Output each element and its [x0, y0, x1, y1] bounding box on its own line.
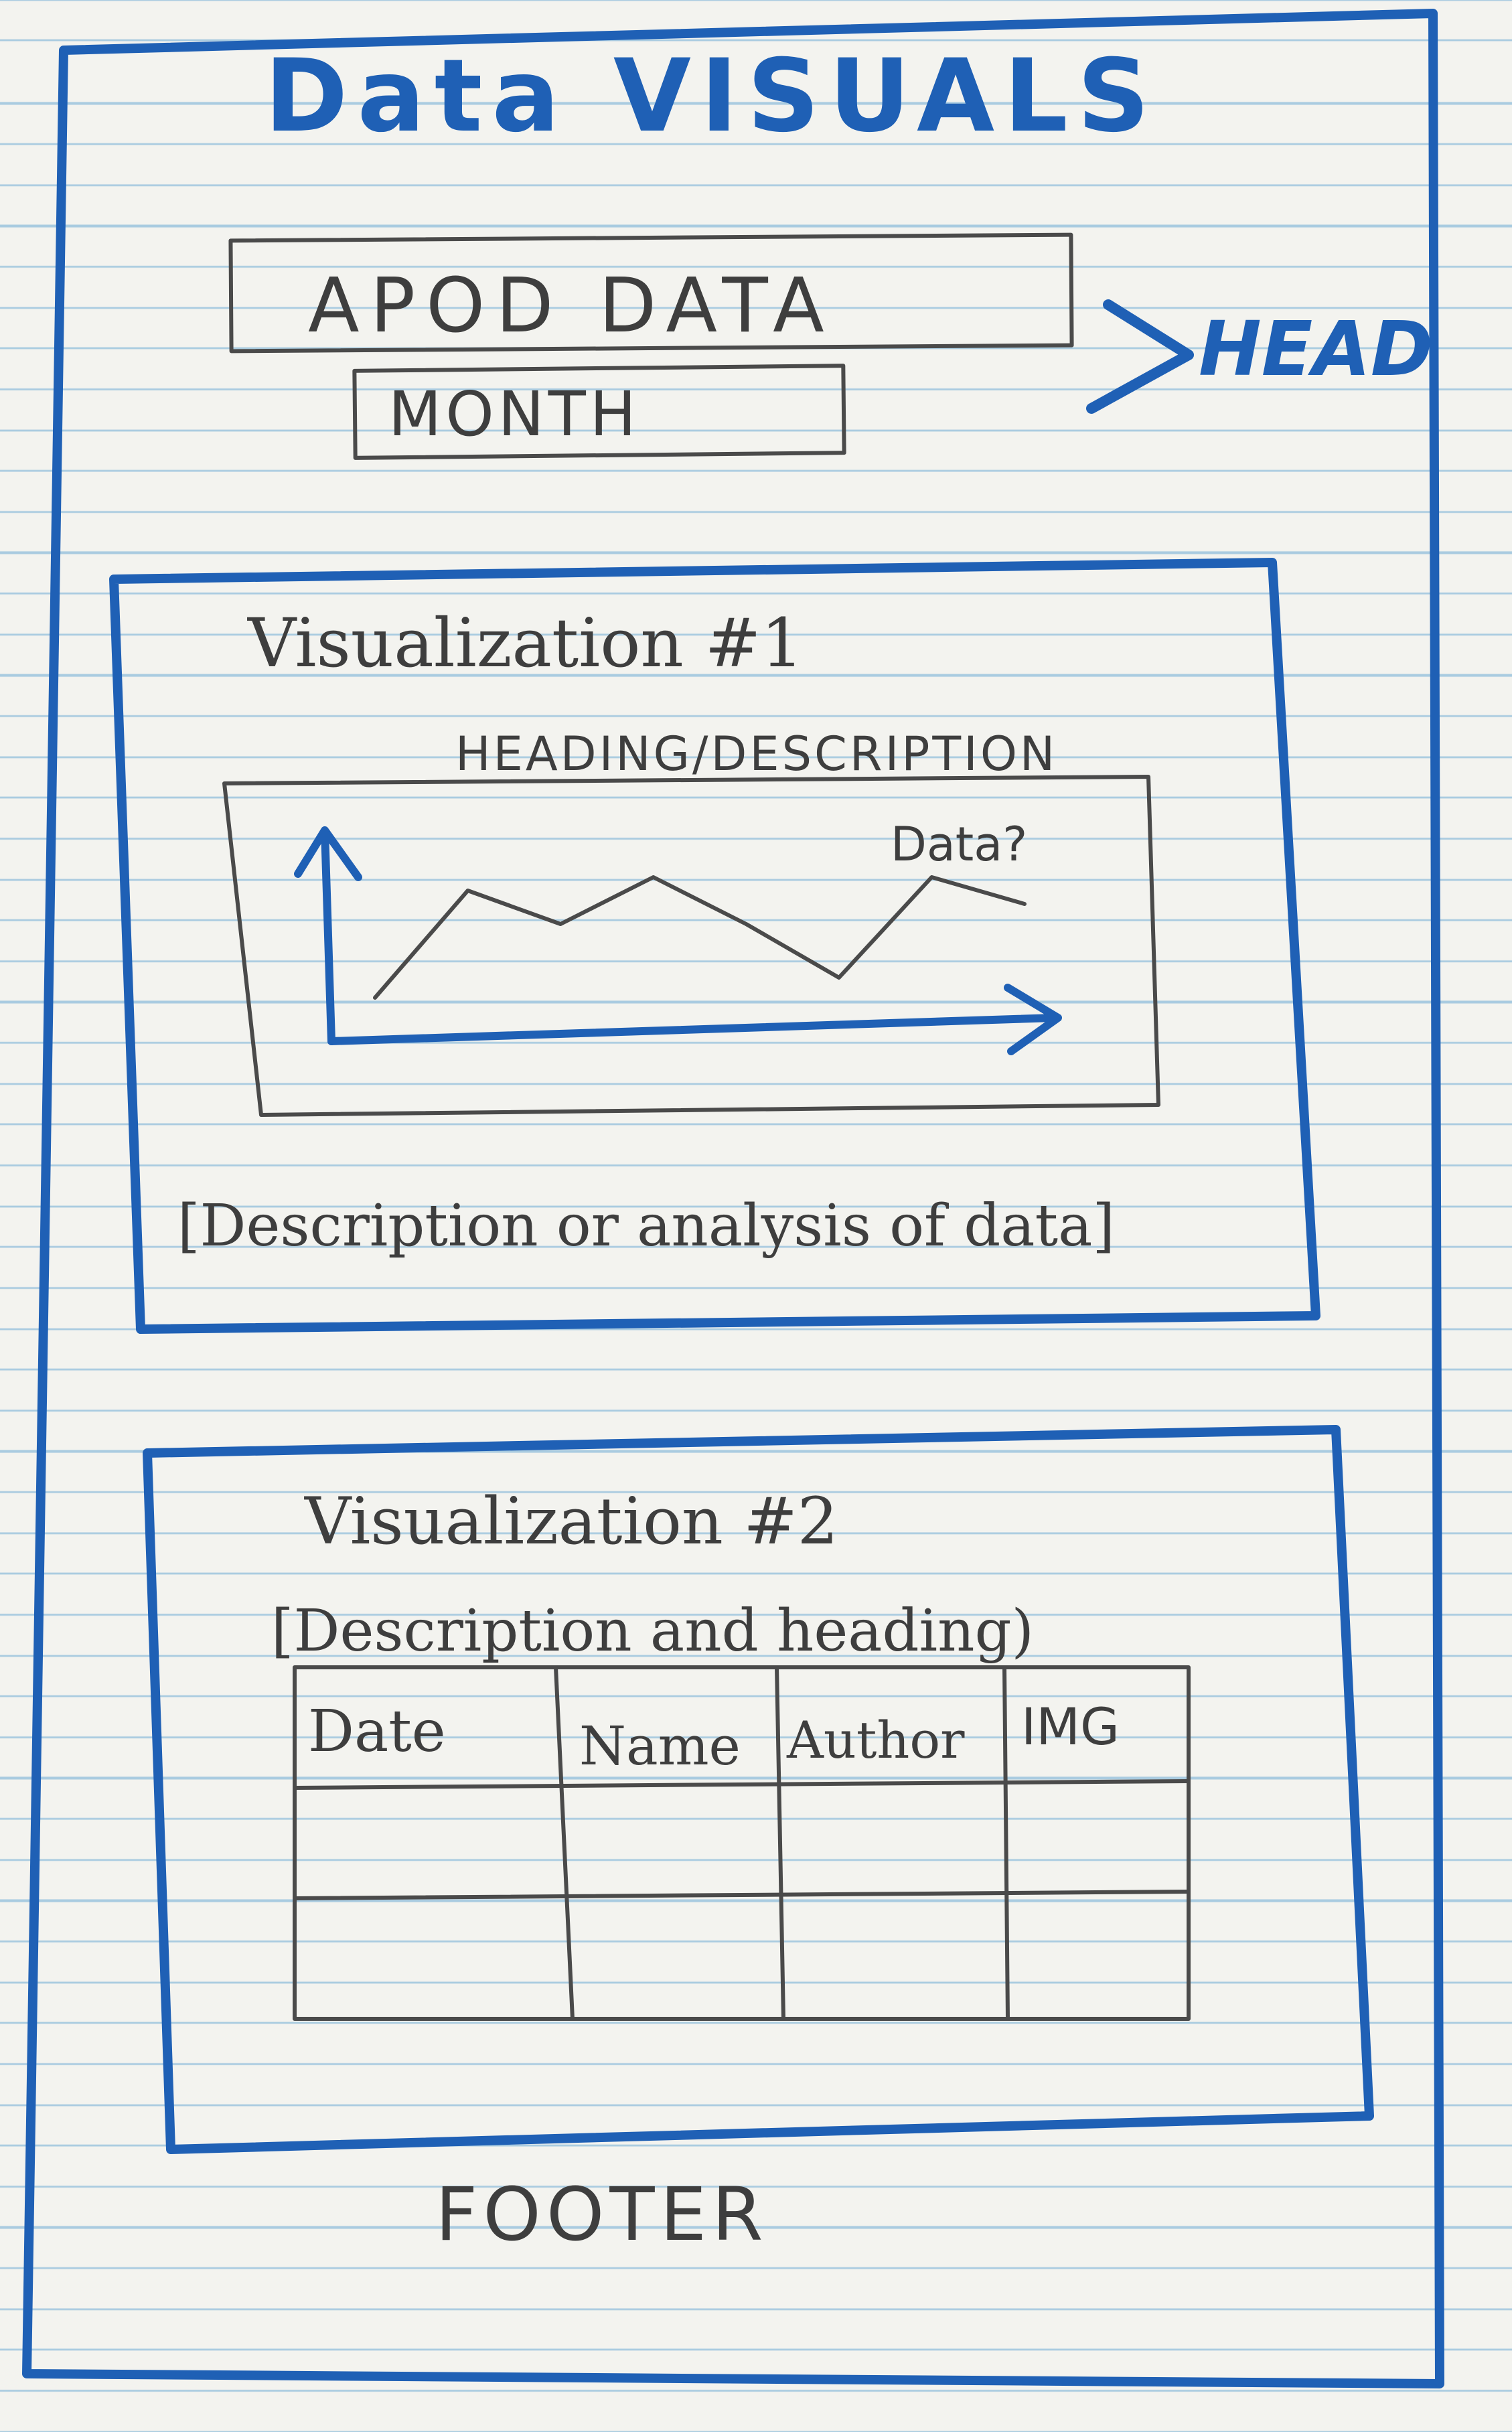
table-col-divider [554, 1665, 575, 2021]
chart-annotation: Data? [891, 817, 1027, 872]
visualization-2-frame [143, 1425, 1374, 2154]
table-header-date: Date [308, 1698, 446, 1765]
x-axis-arrow-icon [327, 984, 1062, 1055]
table-header-author: Author [786, 1710, 965, 1770]
visualization-2-description: [Description and heading) [271, 1598, 1034, 1665]
table-border [293, 1665, 1191, 2021]
visualization-1-frame [109, 558, 1320, 1334]
table-header-divider [293, 1779, 1191, 1790]
visualization-2-card: Visualization #2 [Description and headin… [143, 1425, 1374, 2154]
table-header-name: Name [579, 1715, 741, 1777]
table-col-divider [1002, 1665, 1010, 2021]
page-title: Data VISUALS [264, 38, 1159, 155]
visualization-1-card: Visualization #1 HEADING/DESCRIPTION Dat… [109, 558, 1320, 1334]
visualization-1-heading: HEADING/DESCRIPTION [455, 727, 1057, 781]
page-frame [22, 9, 1444, 2388]
chart-box [222, 775, 1160, 1117]
head-label: HEAD [1199, 306, 1433, 393]
y-axis-arrow-icon [294, 826, 362, 1045]
table-row-divider [293, 1890, 1191, 1900]
chart-sketch-line [373, 875, 1027, 1000]
visualization-2-title: Visualization #2 [304, 1484, 838, 1559]
apod-data-label: APOD DATA [308, 262, 835, 350]
visualization-1-description: [Description or analysis of data] [177, 1193, 1115, 1260]
apod-data-box [228, 232, 1074, 354]
apod-table: Date Name Author IMG [293, 1665, 1191, 2021]
head-bracket-icon [1086, 299, 1194, 414]
header-section: APOD DATA MONTH HEAD [228, 232, 1433, 460]
visualization-1-title: Visualization #1 [247, 604, 804, 682]
footer-label: FOOTER [435, 2172, 769, 2257]
table-header-img: IMG [1021, 1697, 1120, 1756]
month-label: MONTH [388, 378, 640, 450]
month-box [352, 364, 846, 460]
table-col-divider [775, 1665, 785, 2021]
